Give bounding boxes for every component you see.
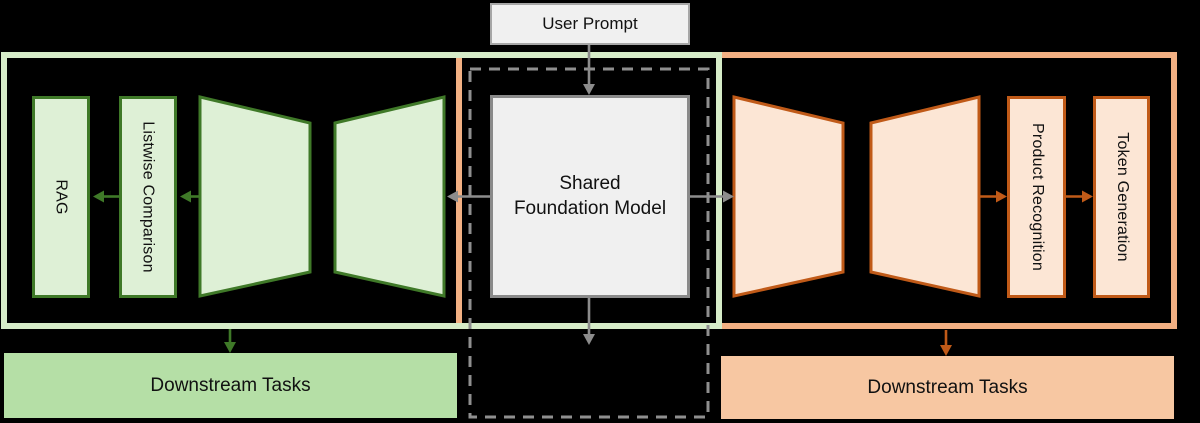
orange-branch-panel xyxy=(456,52,1177,329)
arrow-green-to-downstream xyxy=(224,329,236,353)
listwise-comparison-box: Listwise Comparison xyxy=(119,96,177,298)
arrow-model-to-orange-branch xyxy=(690,190,734,203)
user-prompt-label: User Prompt xyxy=(542,14,638,33)
green-encoder-trapezoid xyxy=(198,95,312,298)
green-decoder-trapezoid xyxy=(333,95,446,298)
orange-decoder-trapezoid xyxy=(869,95,981,298)
arrow-model-to-green-branch xyxy=(447,190,490,203)
arrow-trapezoid-to-product-recognition xyxy=(979,190,1007,203)
product-recognition-box: Product Recognition xyxy=(1007,96,1066,298)
arrow-trapezoid-to-listwise xyxy=(180,190,200,203)
arrow-orange-to-downstream xyxy=(940,330,952,356)
arrow-model-down xyxy=(583,298,595,345)
user-prompt-box: User Prompt xyxy=(490,3,690,45)
arrow-product-to-token xyxy=(1066,190,1093,203)
listwise-comparison-label: Listwise Comparison xyxy=(140,121,158,273)
arrow-user-prompt-to-model xyxy=(583,45,595,95)
rag-label: RAG xyxy=(53,179,70,215)
shared-foundation-model-box: Shared Foundation Model xyxy=(490,95,690,298)
orange-encoder-trapezoid xyxy=(732,95,845,298)
product-recognition-label: Product Recognition xyxy=(1028,123,1046,271)
green-branch-panel xyxy=(1,52,722,329)
green-downstream-tasks-label: Downstream Tasks xyxy=(150,374,311,396)
token-generation-label: Token Generation xyxy=(1113,132,1131,262)
orange-downstream-tasks-label: Downstream Tasks xyxy=(867,376,1028,398)
rag-box: RAG xyxy=(32,96,90,298)
arrow-listwise-to-rag xyxy=(93,190,119,203)
token-generation-box: Token Generation xyxy=(1093,96,1150,298)
orange-downstream-tasks-box: Downstream Tasks xyxy=(721,356,1174,419)
green-downstream-tasks-box: Downstream Tasks xyxy=(4,353,457,418)
